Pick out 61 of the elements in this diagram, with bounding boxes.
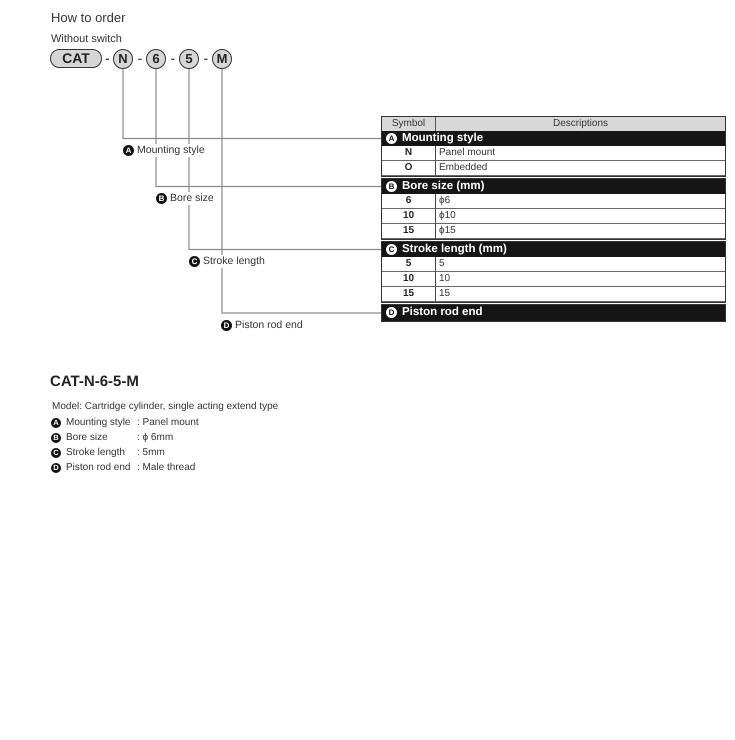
section-header-bar <box>382 179 725 194</box>
section-caption: Mounting style <box>137 144 207 157</box>
option-code-circle: 6 <box>146 49 166 69</box>
section-badge: A <box>123 145 134 156</box>
section-badge: D <box>221 320 232 331</box>
page-title: How to order <box>51 10 126 25</box>
model-description: Model: Cartridge cylinder, single acting extend type <box>52 401 278 412</box>
section-badge: D <box>386 307 397 318</box>
code-separator: - <box>170 49 176 67</box>
section-badge: B <box>386 181 397 192</box>
section-title: Mounting style <box>402 131 484 146</box>
section-badge: C <box>386 244 397 255</box>
spec-name: Stroke length <box>66 447 125 459</box>
column-header: Symbol <box>382 117 436 131</box>
symbol-cell: 10 <box>382 209 436 224</box>
spec-value: : Panel mount <box>137 417 199 429</box>
section-header-bar <box>382 242 725 257</box>
description-cell: ϕ10 <box>436 209 725 224</box>
symbol-cell: 15 <box>382 224 436 239</box>
description-cell: 5 <box>436 257 725 272</box>
code-separator: - <box>204 49 208 67</box>
section-badge: A <box>386 133 397 144</box>
symbol-cell: 6 <box>382 194 436 209</box>
subtitle: Without switch <box>51 33 122 45</box>
description-cell: Panel mount <box>436 146 725 161</box>
section-title: Bore size (mm) <box>402 179 484 194</box>
section-badge: B <box>156 193 167 204</box>
spec-value: : Male thread <box>137 462 196 474</box>
leader-line <box>155 69 382 188</box>
section-caption: Stroke length <box>203 255 267 268</box>
symbol-cell: 15 <box>382 287 436 302</box>
spec-value: : 5mm <box>137 447 165 459</box>
leader-line <box>122 69 382 140</box>
spec-value: : ϕ 6mm <box>137 432 174 444</box>
series-code-pill: CAT <box>50 49 102 68</box>
section-header-bar <box>382 131 725 146</box>
section-title: Stroke length (mm) <box>402 242 507 257</box>
description-cell: ϕ6 <box>436 194 725 209</box>
section-title: Piston rod end <box>402 305 482 320</box>
symbol-cell: 10 <box>382 272 436 287</box>
description-cell: Embedded <box>436 161 725 176</box>
section-badge: C <box>189 256 200 267</box>
column-header: Descriptions <box>436 117 725 131</box>
symbol-cell: 5 <box>382 257 436 272</box>
description-cell: ϕ15 <box>436 224 725 239</box>
option-code-circle: M <box>212 49 232 69</box>
option-code-circle: 5 <box>179 49 199 69</box>
code-separator: - <box>105 49 110 67</box>
spec-name: Piston rod end <box>66 462 130 474</box>
description-cell: 15 <box>436 287 725 302</box>
option-code-circle: N <box>113 49 133 69</box>
model-code: CAT-N-6-5-M <box>50 373 139 390</box>
code-separator: - <box>138 49 142 67</box>
symbol-cell: O <box>382 161 436 176</box>
leader-line <box>221 69 382 314</box>
spec-name: Bore size <box>66 432 108 444</box>
description-cell: 10 <box>436 272 725 287</box>
symbol-cell: N <box>382 146 436 161</box>
section-caption: Bore size <box>170 192 216 205</box>
leader-line <box>188 69 382 250</box>
spec-name: Mounting style <box>66 417 130 429</box>
